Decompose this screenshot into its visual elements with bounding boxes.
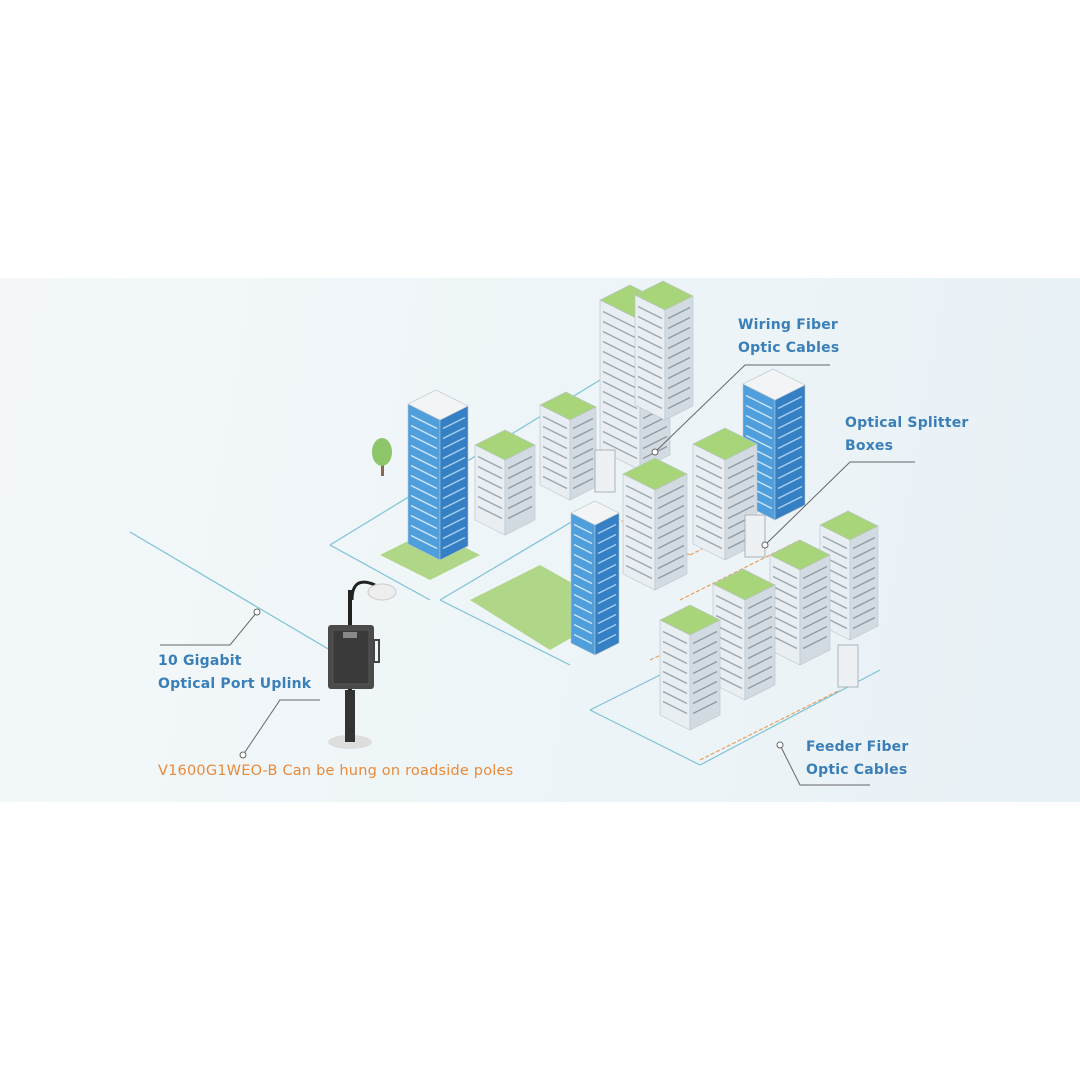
building	[407, 389, 469, 561]
building	[570, 500, 620, 656]
fiber-line	[129, 531, 331, 651]
optical-splitter-box	[744, 514, 766, 558]
label-line: 10 Gigabit	[158, 653, 242, 669]
label-line: Optical Port Uplink	[158, 676, 312, 692]
leader-splitter	[764, 461, 915, 546]
label-feeder-fiber: Feeder Fiber Optic Cables	[806, 736, 908, 782]
fiber-line	[439, 599, 571, 666]
building	[769, 539, 831, 666]
label-line: Boxes	[845, 438, 894, 454]
label-wiring-fiber: Wiring Fiber Optic Cables	[738, 314, 839, 360]
leader-wiring	[654, 364, 830, 453]
label-line: Wiring Fiber	[738, 317, 838, 333]
building	[712, 568, 776, 701]
tree-icon	[372, 438, 392, 476]
buildings	[407, 280, 879, 731]
device-caption: V1600G1WEO-B Can be hung on roadside pol…	[158, 763, 514, 779]
label-line: Optical Splitter	[845, 415, 969, 431]
feeder-line	[699, 689, 841, 761]
label-optical-splitter: Optical Splitter Boxes	[845, 412, 969, 458]
optical-splitter-box	[837, 644, 859, 688]
fiber-line	[329, 544, 431, 601]
building	[539, 391, 597, 501]
olt-device-on-pole	[328, 580, 397, 749]
leader-uplink	[160, 611, 258, 646]
building	[474, 429, 536, 536]
label-line: Optic Cables	[738, 340, 840, 356]
optical-splitter-box	[594, 449, 616, 493]
building	[634, 280, 694, 421]
fiber-line	[589, 709, 701, 766]
label-line: Feeder Fiber	[806, 739, 909, 755]
leader-device	[242, 699, 320, 756]
leader-feeder	[779, 744, 870, 786]
label-uplink: 10 Gigabit Optical Port Uplink	[158, 650, 311, 696]
label-leader-lines	[160, 364, 915, 786]
label-line: Optic Cables	[806, 762, 908, 778]
building	[622, 457, 688, 591]
building	[659, 604, 721, 731]
